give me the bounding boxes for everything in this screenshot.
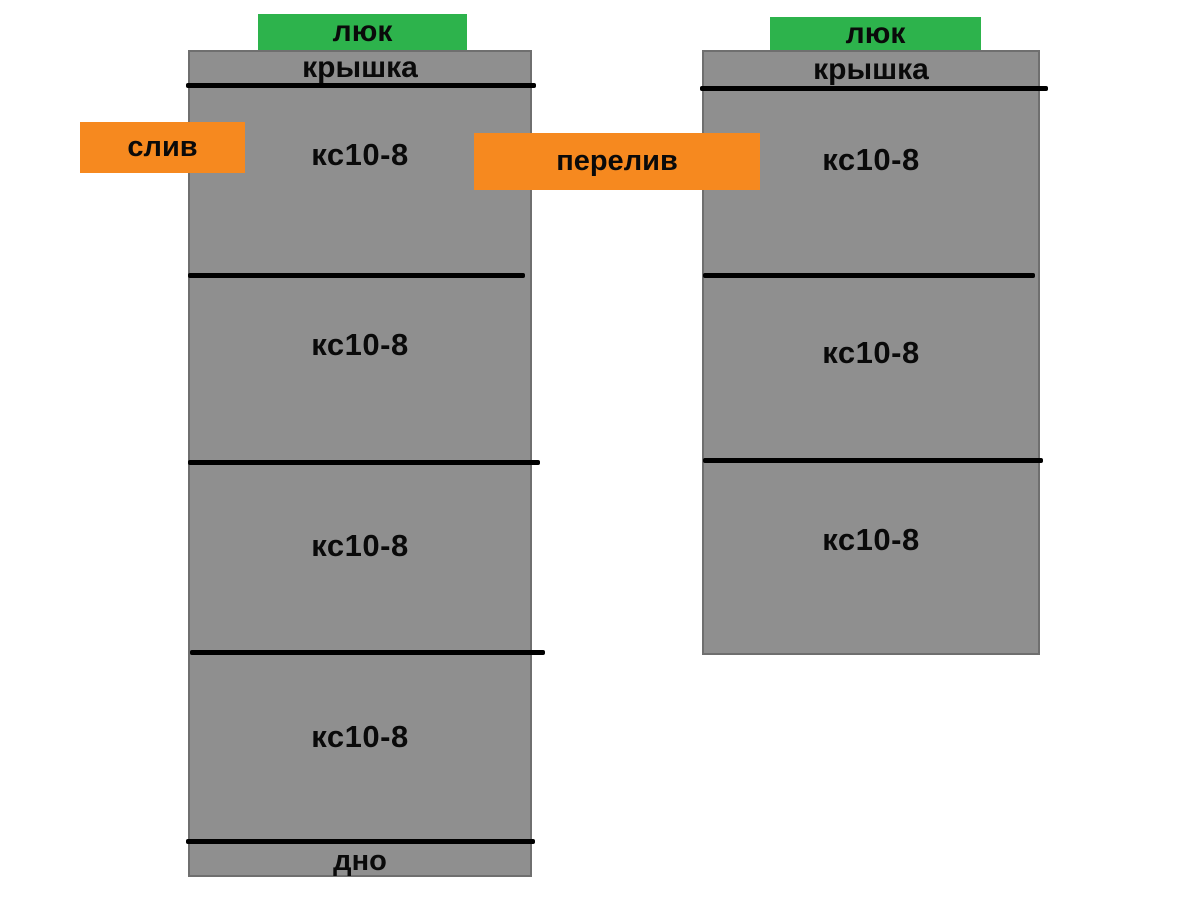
overflow-pipe-label-text: перелив	[556, 145, 678, 177]
joint-line	[186, 83, 536, 88]
ring-label: кс10-8	[822, 142, 920, 177]
joint-line	[188, 460, 540, 465]
joint-line	[703, 273, 1035, 278]
joint-line	[186, 839, 535, 844]
ring-label: кс10-8	[311, 719, 409, 754]
ring-label: кс10-8	[822, 522, 920, 557]
joint-line	[190, 650, 545, 655]
drain-pipe-label: слив	[80, 122, 245, 173]
manhole-hatch-left: люк	[258, 14, 467, 52]
cover-label-right: крышка	[813, 53, 929, 86]
bottom-label: дно	[333, 845, 387, 877]
joint-line	[188, 273, 525, 278]
joint-line	[703, 458, 1043, 463]
ring-label: кс10-8	[822, 335, 920, 370]
joint-line	[700, 86, 1048, 91]
ring-label: кс10-8	[311, 327, 409, 362]
ring-label: кс10-8	[311, 528, 409, 563]
manhole-hatch-right: люк	[770, 17, 981, 52]
ring-label: кс10-8	[311, 137, 409, 172]
overflow-pipe-label: перелив	[474, 133, 760, 190]
drain-pipe-label-text: слив	[127, 131, 198, 163]
manhole-hatch-right-label: люк	[845, 16, 906, 50]
manhole-hatch-left-label: люк	[332, 15, 393, 48]
cover-label-left: крышка	[302, 51, 418, 84]
